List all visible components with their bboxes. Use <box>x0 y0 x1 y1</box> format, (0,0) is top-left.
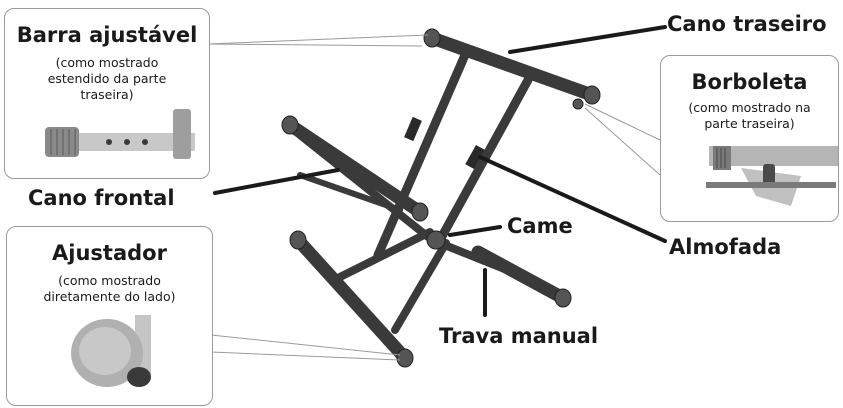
thin-leader-wing-bolt-bottom <box>584 107 661 176</box>
thin-leader-adjustable-bar-top <box>207 34 429 45</box>
bottom-left-foot <box>291 233 412 365</box>
front-cross-brace <box>297 172 403 213</box>
leader-cam <box>448 225 502 237</box>
pad-block-right <box>465 144 485 170</box>
wing-bolt-knob <box>572 98 584 110</box>
leader-rear-pipe <box>508 25 667 54</box>
front-pipe-cap-right <box>411 202 429 222</box>
callout-wing-bolt-note: (como mostrado na parte traseira) <box>688 100 811 131</box>
pad-block-left <box>404 116 422 142</box>
thin-leader-adjuster-top <box>210 334 401 356</box>
rear-pipe-bar <box>425 31 599 102</box>
leader-front-pipe <box>213 168 340 195</box>
callout-adjustable-bar: Barra ajustável (como mostrado estendido… <box>4 8 210 179</box>
front-left-leg <box>296 131 436 244</box>
wing-bolt-photo <box>706 146 838 206</box>
leader-pad <box>478 155 667 243</box>
label-front-pipe: Cano frontal <box>28 186 175 210</box>
callout-adjustable-bar-title: Barra ajustável <box>16 23 198 47</box>
thin-leader-adjustable-bar-bottom <box>207 43 423 47</box>
callout-adjuster: Ajustador (como mostrado diretamente do … <box>6 226 213 406</box>
callout-adjustable-bar-note: (como mostrado estendido da parte trasei… <box>47 55 167 102</box>
rear-pipe-cap-right <box>583 85 601 105</box>
callout-wing-bolt-title: Borboleta <box>691 70 808 94</box>
label-pad: Almofada <box>669 235 782 259</box>
callout-wing-bolt: Borboleta (como mostrado na parte trasei… <box>660 55 839 222</box>
callout-adjuster-title: Ajustador <box>52 241 167 265</box>
rear-pipe-cap-left <box>423 28 441 48</box>
callout-adjuster-note: (como mostrado diretamente do lado) <box>43 273 176 304</box>
thin-leader-adjuster-bottom <box>210 351 401 361</box>
front-pipe-cap-left <box>281 115 299 135</box>
lower-brace <box>428 236 516 276</box>
label-cam: Came <box>507 214 573 238</box>
upper-left-leg <box>373 50 470 260</box>
foot-cap-right <box>554 288 572 308</box>
cam-hub <box>426 230 446 250</box>
label-rear-pipe: Cano traseiro <box>667 12 827 36</box>
foot-cap-left <box>289 230 307 250</box>
adjuster-photo <box>71 315 151 387</box>
label-hand-lock: Trava manual <box>439 324 599 348</box>
lower-left-leg <box>330 228 434 284</box>
thin-leader-wing-bolt-top <box>584 103 661 141</box>
bottom-right-foot <box>471 245 570 305</box>
foot-cap-front <box>396 348 414 368</box>
adjustable-bar-photo <box>45 109 195 159</box>
lower-right-leg <box>391 239 450 334</box>
